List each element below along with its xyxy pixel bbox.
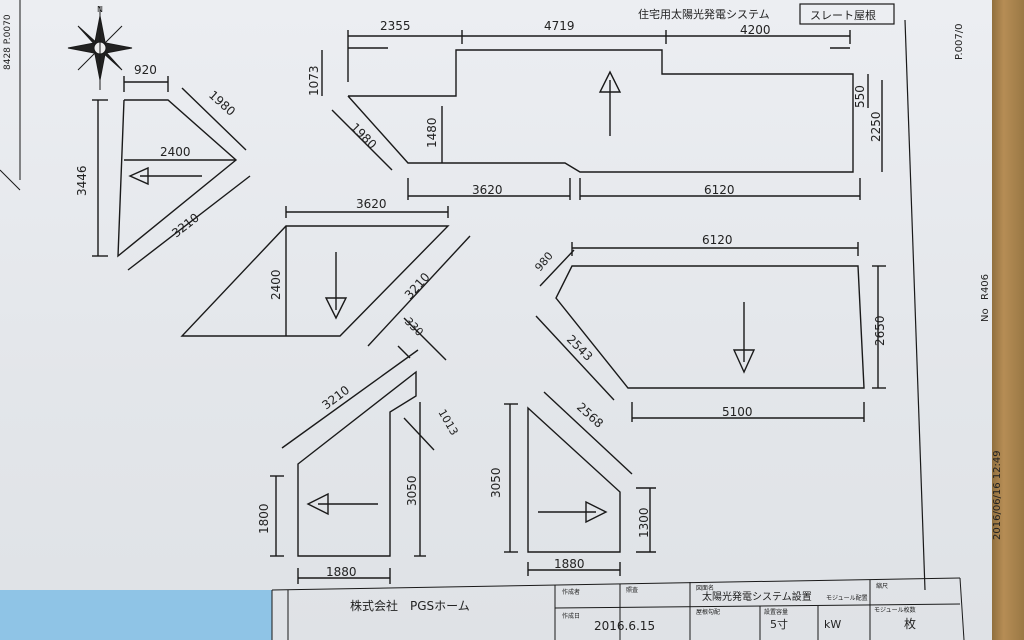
page-ref: P.007/0 xyxy=(954,24,965,60)
title-block xyxy=(271,577,965,640)
system-title: 住宅用太陽光発電システム xyxy=(638,7,770,21)
dim-tri-slant: 1980 xyxy=(206,88,238,119)
project-label: 図面名 xyxy=(696,584,714,592)
dim-top-mid: 4719 xyxy=(544,19,575,33)
dim-right-height: 2250 xyxy=(869,111,883,142)
dim-bl-slant: 3210 xyxy=(319,383,352,413)
paper-background xyxy=(0,0,992,640)
dim-bl-bottom: 1880 xyxy=(326,565,357,579)
dim-bl-height-right: 3050 xyxy=(405,475,419,506)
roof-face-bottom-right xyxy=(504,391,656,576)
company-name: 株式会社 PGSホーム xyxy=(350,598,470,613)
dim-para-top: 3620 xyxy=(356,197,387,211)
module-layout-label: モジュール配置 xyxy=(826,595,868,602)
dim-para-slant: 3210 xyxy=(402,270,433,302)
slope-value: 5寸 xyxy=(770,617,788,631)
dim-tri-height: 3446 xyxy=(75,165,89,196)
dim-right-slant: 2543 xyxy=(564,332,595,363)
compass-north-label: N xyxy=(97,5,103,14)
creator-label: 作成者 xyxy=(562,588,580,596)
output-label: 設置容量 xyxy=(764,608,788,616)
checker-label: 照査 xyxy=(626,586,638,594)
compass-rose-icon xyxy=(67,6,133,90)
roof-face-top xyxy=(321,30,883,200)
dim-tri-mid: 2400 xyxy=(160,145,191,159)
date-label: 作成日 xyxy=(562,612,580,620)
roof-type: スレート屋根 xyxy=(810,8,876,22)
dim-para-height: 2400 xyxy=(269,269,283,300)
dim-bl-height-left: 1800 xyxy=(257,503,271,534)
dim-right-980: 980 xyxy=(532,249,555,273)
output-unit: kW xyxy=(824,618,841,631)
left-edge-text: 8428 P.0070 xyxy=(3,14,13,70)
dim-right-top: 6120 xyxy=(702,233,733,247)
dim-right-height2: 2650 xyxy=(873,315,887,346)
dim-tri-top: 920 xyxy=(134,63,157,77)
roof-face-left-triangle xyxy=(92,76,251,271)
roof-face-parallelogram xyxy=(180,206,471,361)
dim-bottom-b: 6120 xyxy=(704,183,735,197)
blue-sticky-tag xyxy=(0,590,272,640)
scale-label: 縮尺 xyxy=(876,582,888,590)
frame-right-line xyxy=(904,19,926,591)
roof-type-box xyxy=(799,3,895,25)
dim-inner-height: 1480 xyxy=(425,117,439,148)
dim-tri-bottom: 3210 xyxy=(169,211,202,241)
drawing-no-label: No xyxy=(980,308,991,322)
dim-br-slant: 2568 xyxy=(574,400,606,431)
dim-br-right: 1300 xyxy=(637,507,651,538)
drawing-no-value: R406 xyxy=(980,274,991,300)
timestamp: 2016/06/16 12:49 xyxy=(992,450,1003,540)
dim-bottom-a: 3620 xyxy=(472,183,503,197)
frame-corner xyxy=(0,169,21,191)
dim-br-bottom: 1880 xyxy=(554,557,585,571)
roof-face-bottom-left xyxy=(270,349,435,584)
project-name: 太陽光発電システム設置 xyxy=(702,590,812,603)
dim-left-height: 1073 xyxy=(307,65,321,96)
dim-top-right: 4200 xyxy=(740,23,771,37)
dim-top-left: 2355 xyxy=(380,19,411,33)
dim-right-bottom: 5100 xyxy=(722,405,753,419)
wood-edge xyxy=(990,0,1024,640)
date-value: 2016.6.15 xyxy=(594,619,655,633)
count-unit: 枚 xyxy=(904,616,916,631)
count-label: モジュール枚数 xyxy=(874,606,916,614)
roof-face-right xyxy=(535,242,886,422)
slope-label: 屋根勾配 xyxy=(696,608,720,616)
dim-bl-1013: 1013 xyxy=(435,407,460,438)
dim-br-height: 3050 xyxy=(489,467,503,498)
dim-right-step: 550 xyxy=(853,85,867,108)
